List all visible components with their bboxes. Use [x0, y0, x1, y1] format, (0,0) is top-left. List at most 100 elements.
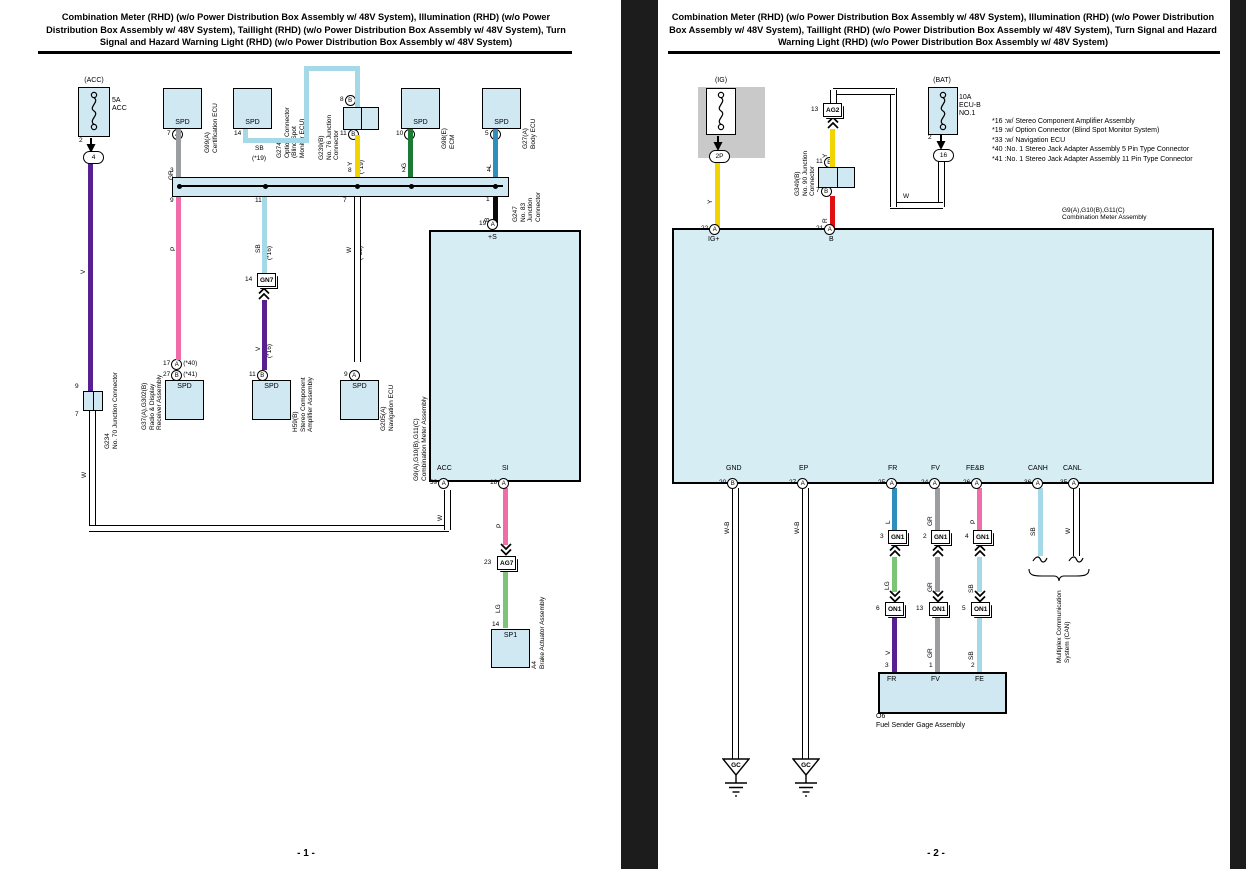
- sp1-component-box: SP1: [491, 629, 530, 668]
- wire-l-fr: [892, 488, 897, 530]
- wire-sb-seg4: [304, 66, 360, 71]
- chevron-up-icon: [889, 544, 901, 557]
- meter-terminal-s: +S: [488, 234, 497, 241]
- wire-note-19: (*19): [252, 155, 267, 162]
- wire-y-ig: [715, 161, 720, 228]
- meter-terminal-ig: IG+: [708, 236, 720, 243]
- g234-pin-9: 9: [75, 383, 79, 390]
- brace-icon: [1028, 568, 1090, 581]
- sp1-pin-14: 14: [492, 621, 500, 628]
- bat-fuse-box: [928, 87, 958, 135]
- note-41: *41 :No. 1 Stereo Jack Adapter Assembly …: [992, 155, 1193, 163]
- wire-p-radio: [176, 195, 181, 360]
- chevron-down-icon: [500, 543, 512, 556]
- note-19: *19 :w/ Option Connector (Blind Spot Mon…: [992, 127, 1160, 135]
- bat-fuse-title: (BAT): [933, 77, 951, 84]
- gn1-junction-fr: GN1: [888, 530, 908, 544]
- wire-gr-fv3: [935, 614, 940, 672]
- bar-dot: [176, 183, 182, 189]
- gn1-pin-3: 3: [880, 533, 884, 540]
- fuse-icon: [90, 91, 98, 131]
- bar-pin-11: 11: [255, 197, 262, 204]
- wire-gr-g99: [176, 127, 181, 177]
- bar-dot: [263, 183, 268, 189]
- on1-pin-5: 5: [962, 605, 966, 612]
- wire-v-fr: [892, 614, 897, 672]
- connector-arrow-icon: [86, 138, 96, 153]
- wire-w-loop-v1: [938, 160, 945, 207]
- bar-pin-9: 9: [170, 197, 174, 204]
- meter-terminal-si: SI: [502, 465, 509, 472]
- wire-sb-feb1: [977, 557, 982, 592]
- combination-meter-box-p1: [429, 230, 581, 482]
- note-33: *33 :w/ Navigation ECU: [992, 136, 1066, 144]
- ig-fuse-box: [706, 88, 736, 135]
- wire-wb-ep: [802, 488, 809, 760]
- page2-number: - 2 -: [927, 848, 945, 859]
- chevron-up-icon: [932, 544, 944, 557]
- divider: [836, 168, 838, 187]
- wire-w-loop-v2: [890, 88, 897, 207]
- chevron-up-icon: [258, 287, 270, 300]
- g247-junction-bar: [172, 177, 509, 197]
- fuel-sender-box: [878, 672, 1007, 714]
- wire-sb-canh: [1038, 488, 1043, 556]
- wire-l-g27: [493, 127, 498, 177]
- acc-fuse-rating: 5A ACC: [112, 97, 127, 112]
- wire-lg-fr: [892, 557, 897, 592]
- ground-code: GC: [731, 762, 741, 769]
- page-gutter-bar: [621, 0, 658, 869]
- acc-fuse-title: (ACC): [84, 77, 104, 84]
- bat-fuse-pin: 2: [928, 134, 932, 141]
- g349-junction-connector: [818, 167, 855, 188]
- g274-pin-14: 14: [234, 130, 242, 137]
- page2-title: Combination Meter (RHD) (w/o Power Distr…: [669, 12, 1217, 47]
- bar-dot: [409, 183, 414, 189]
- fuel-pin-2: 2: [971, 662, 975, 669]
- page1-number: - 1 -: [297, 848, 315, 859]
- wire-sb-seg2: [243, 138, 309, 143]
- wire-break-icon: [1068, 556, 1084, 563]
- wire-w-canl: [1073, 488, 1080, 556]
- ag2-junction: AG2: [823, 103, 843, 117]
- on1-junction-feb: ON1: [971, 602, 991, 616]
- combination-meter-box-p2: [672, 228, 1214, 484]
- ig-fuse-title: (IG): [714, 77, 728, 84]
- acc-fuse-box: [78, 87, 110, 137]
- h59-component-box: SPD: [252, 380, 291, 420]
- chevron-down-icon: [889, 590, 901, 603]
- gn1-pin-4: 4: [965, 533, 969, 540]
- wire-gr-fv1: [935, 488, 940, 530]
- bar-bus-line: [178, 185, 503, 187]
- wire-sb-seg5: [355, 66, 360, 107]
- ground-code: GC: [801, 762, 811, 769]
- wire-p-feb: [977, 488, 982, 530]
- on1-junction-fr: ON1: [885, 602, 905, 616]
- fuel-terminal-fr: FR: [887, 676, 897, 683]
- wire-p-si: [503, 488, 508, 545]
- wire-w-nav: [354, 195, 361, 362]
- right-edge-bar: [1230, 0, 1246, 869]
- wire-w-right-vertical: [444, 490, 451, 530]
- wire-w-loop-h2: [833, 88, 895, 95]
- wire-y-ag2: [830, 129, 835, 167]
- fuse-icon: [939, 91, 947, 131]
- wire-label-sb19: SB: [255, 145, 264, 152]
- wire-w-left-vertical: [89, 409, 96, 530]
- chevron-down-icon: [932, 590, 944, 603]
- chevron-up-icon: [827, 116, 839, 129]
- note-40: *40 :No. 1 Stereo Jack Adapter Assembly …: [992, 146, 1190, 154]
- wire-break-icon: [1032, 556, 1048, 563]
- g27-component-box: SPD: [482, 88, 521, 129]
- note-16: *16 :w/ Stereo Component Amplifier Assem…: [992, 118, 1135, 125]
- chevron-down-icon: [974, 590, 986, 603]
- ag7-junction: AG7: [497, 556, 517, 570]
- fuel-sender-label: Fuel Sender Gage Assembly: [876, 722, 966, 729]
